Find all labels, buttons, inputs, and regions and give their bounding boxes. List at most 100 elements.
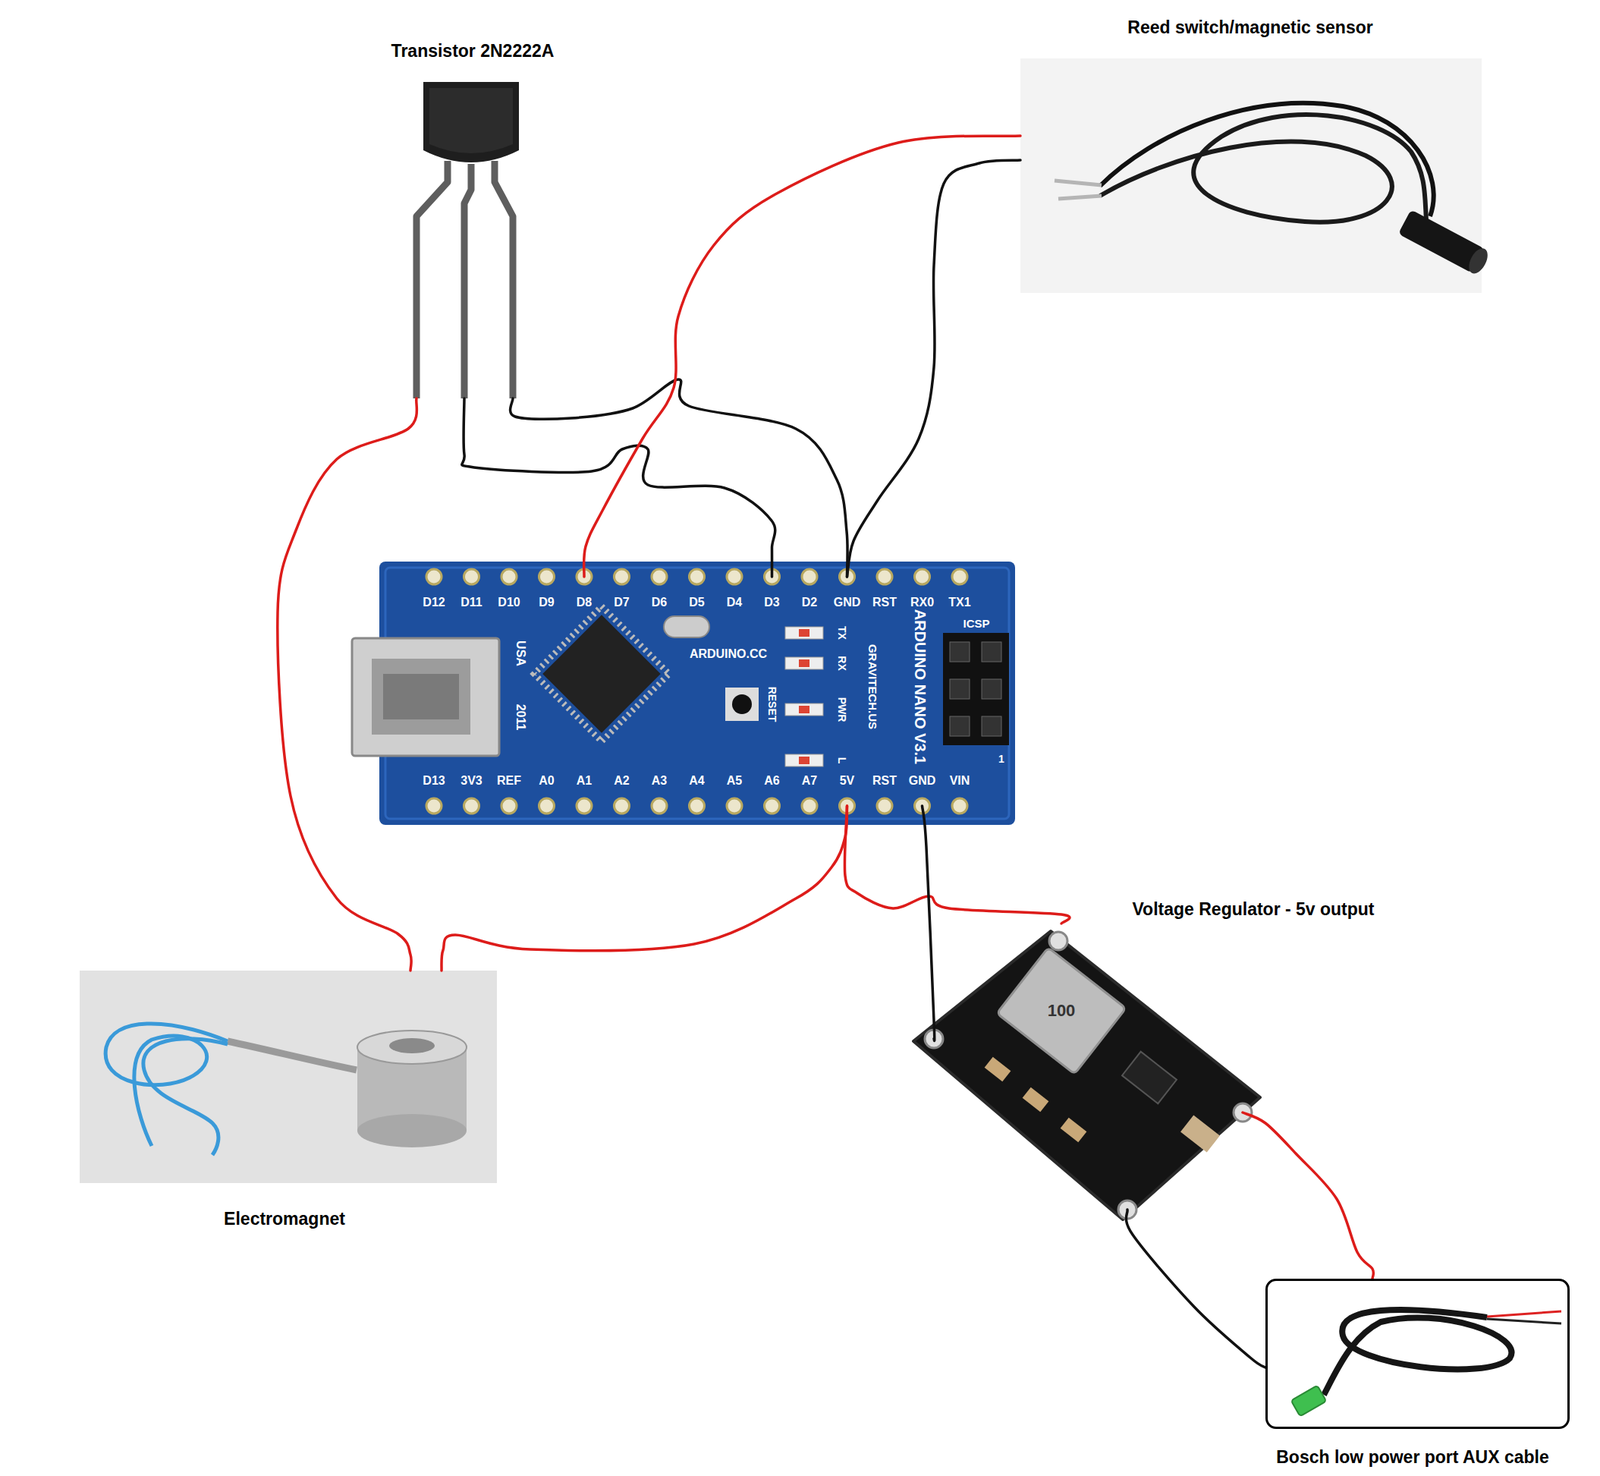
transistor-photo — [416, 81, 519, 399]
wire-line — [922, 805, 935, 1041]
arduino-block: ARDUINO NANO V3.1 — [379, 576, 1016, 806]
electromagnet-photo-part — [143, 1038, 228, 1155]
header-pins-part — [689, 568, 705, 585]
pin-label: D5 — [688, 595, 705, 610]
wire — [844, 805, 1070, 924]
header-pins-part — [464, 568, 480, 585]
wire-line — [1242, 1112, 1374, 1279]
board-text: GRAVITECH.US — [865, 644, 879, 730]
component-label: Bosch low power port AUX cable — [1276, 1446, 1550, 1467]
led-label: TX — [836, 625, 849, 640]
wire-line — [510, 379, 849, 577]
arduino-board-part — [785, 703, 824, 716]
arduino-board-part — [352, 638, 500, 756]
component-label: Electromagnet — [223, 1208, 346, 1229]
regulator-photo-part — [1022, 1087, 1050, 1113]
pin-label: D8 — [576, 595, 592, 610]
pin-label: D13 — [422, 773, 445, 788]
aux-cable-photo — [1291, 1309, 1562, 1416]
pin-label: A6 — [763, 773, 780, 788]
component-label: Reed switch/magnetic sensor — [1127, 17, 1373, 38]
electromagnet-photo-part — [389, 1037, 435, 1054]
board-text: ARDUINO.CC — [689, 647, 767, 661]
header-pins-part — [726, 568, 742, 585]
arduino-board-part — [798, 756, 810, 764]
header-pins-part — [764, 798, 780, 814]
arduino-board-part — [732, 694, 752, 714]
wire-line — [277, 398, 418, 971]
reed-switch-photo-part — [1058, 195, 1102, 199]
arduino-board — [352, 561, 1016, 825]
pin-label: RST — [872, 595, 897, 610]
arduino-board-part — [785, 656, 824, 670]
regulator-photo-part — [984, 1056, 1012, 1082]
header-pins-part — [877, 568, 893, 585]
led-label: PWR — [836, 697, 849, 723]
aux-cable-photo-part — [1486, 1318, 1562, 1324]
board-text: RESET — [766, 686, 779, 723]
arduino-board-part — [798, 628, 810, 637]
wire-line — [441, 805, 848, 971]
wire-line — [847, 160, 1022, 577]
header-pins-part — [914, 568, 931, 585]
component-label: ARDUINO NANO V3.1 — [911, 609, 929, 764]
pin-label: D11 — [460, 595, 482, 610]
pin-label: D6 — [651, 595, 667, 610]
regulator-photo-part — [1122, 1051, 1177, 1104]
wire — [462, 398, 776, 577]
header-pins-part — [539, 798, 555, 814]
arduino-board-part — [949, 678, 970, 699]
transistor-photo-part — [429, 88, 513, 154]
led-label: RX — [836, 655, 849, 670]
aux-cable-photo-part — [1291, 1385, 1327, 1417]
arduino-board-part — [798, 659, 810, 667]
header-pins-part — [576, 798, 592, 814]
pin-label: 5V — [839, 773, 856, 788]
pin-label: A2 — [613, 773, 629, 788]
board-text: 2011 — [513, 704, 528, 731]
pin-label: 3V3 — [460, 773, 482, 788]
pin-label: A3 — [651, 773, 667, 788]
pin-label: D3 — [763, 595, 780, 610]
aux-cable-photo-part — [1323, 1309, 1512, 1395]
regulator-photo-part — [996, 947, 1126, 1075]
reed-switch-photo — [1020, 58, 1492, 293]
wire — [847, 160, 1022, 577]
electromagnet-photo-part — [357, 1113, 467, 1148]
regulator-photo — [913, 930, 1261, 1220]
header-pins-part — [952, 568, 968, 585]
electromagnet-photo — [79, 970, 497, 1183]
wire-line — [584, 135, 1021, 577]
header-pins-part — [501, 798, 517, 814]
arduino-board-part — [383, 673, 459, 720]
pin-label: D4 — [726, 595, 742, 610]
arduino-board-part — [785, 626, 824, 639]
regulator-photo-part — [1180, 1114, 1220, 1152]
wire — [441, 805, 848, 971]
header-pins-part — [801, 798, 818, 814]
transistor-photo-part — [416, 160, 448, 399]
reed-switch-photo-part — [1054, 180, 1102, 186]
transistor-photo-part — [494, 160, 513, 399]
led-label: L — [836, 757, 849, 764]
header-pins-part — [501, 568, 517, 585]
wire-line — [1125, 1209, 1266, 1368]
pin-label: D7 — [613, 595, 629, 610]
arduino-board-part — [542, 614, 661, 733]
component-label: Voltage Regulator - 5v output — [1131, 899, 1374, 919]
header-pins-part — [464, 798, 480, 814]
wire — [277, 398, 418, 971]
regulator-photo-part — [1049, 931, 1068, 950]
reed-switch-photo-part — [1100, 114, 1427, 223]
pin-label: D9 — [538, 595, 554, 610]
reed-switch-photo-part — [1398, 209, 1492, 277]
wire — [584, 135, 1021, 577]
wire — [1242, 1112, 1374, 1279]
header-pins-part — [426, 798, 442, 814]
arduino-board-part — [981, 641, 1002, 662]
aux-cable-block: Bosch low power port AUX cable — [1265, 1278, 1570, 1429]
transistor-photo-part — [464, 163, 472, 399]
header-pins-part — [426, 568, 442, 585]
arduino-board-part — [534, 606, 670, 742]
